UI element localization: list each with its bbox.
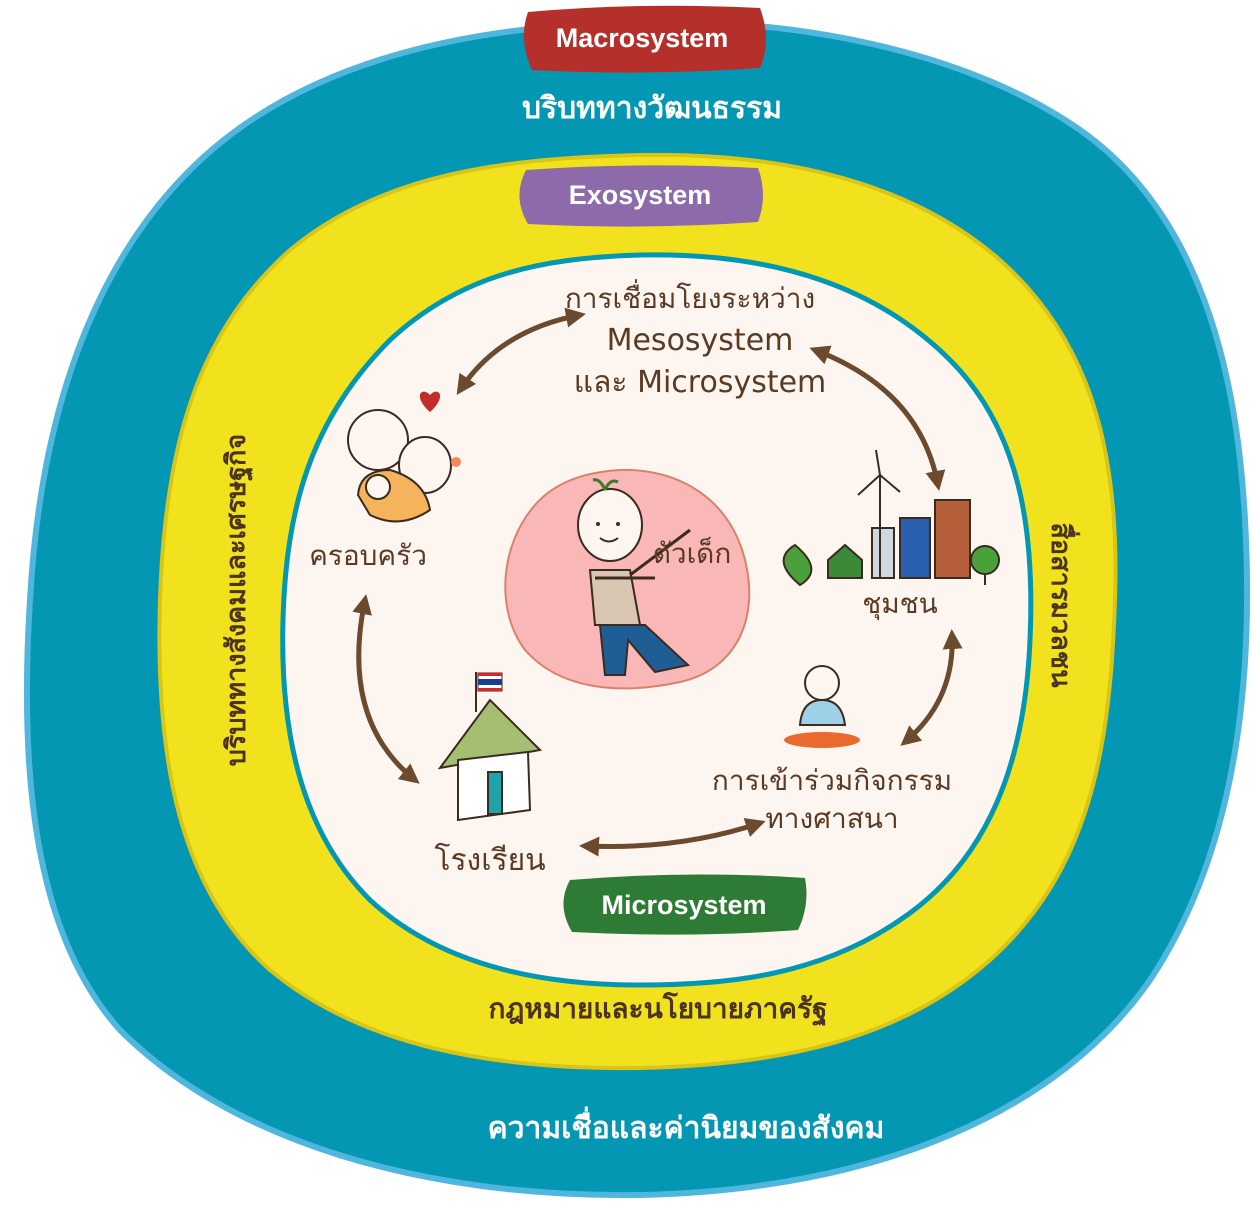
meso-line1: การเชื่อมโยงระหว่าง bbox=[565, 279, 815, 315]
arrow-meso-community bbox=[809, 345, 946, 491]
exo-bottom-text: กฎหมายและนโยบายภาครัฐ bbox=[489, 991, 828, 1027]
macrosystem-tag: Macrosystem bbox=[556, 23, 729, 53]
exo-left-text: บริบททางสังคมและเศรษฐกิจ bbox=[221, 434, 254, 766]
child-label: ตัวเด็ก bbox=[653, 536, 732, 570]
meso-line2: Mesosystem bbox=[607, 323, 794, 358]
exo-right-text: สื่อสารมวลชน bbox=[1045, 522, 1081, 688]
microsystem-tag-shape bbox=[563, 874, 807, 935]
family-label: ครอบครัว bbox=[309, 539, 427, 572]
exosystem-tag: Exosystem bbox=[569, 180, 712, 210]
arrow-community-religion bbox=[900, 629, 963, 746]
meso-line3: และ Microsystem bbox=[574, 365, 827, 400]
community-illustration bbox=[782, 449, 1000, 587]
school-label: โรงเรียน bbox=[434, 842, 545, 878]
arrow-family-meso bbox=[456, 307, 586, 395]
religion-label-line1: การเข้าร่วมกิจกรรม bbox=[712, 764, 952, 797]
arrow-school-family bbox=[352, 594, 420, 784]
arrow-religion-school bbox=[579, 817, 766, 857]
child-illustration bbox=[577, 478, 691, 676]
religion-label-line2: ทางศาสนา bbox=[765, 802, 898, 835]
exosystem-tag-shape bbox=[519, 165, 763, 227]
macro-top-text: บริบททางวัฒนธรรม bbox=[522, 91, 782, 126]
macrosystem-tag-shape bbox=[523, 5, 766, 73]
community-label: ชุมชน bbox=[862, 587, 938, 621]
religion-illustration bbox=[784, 665, 860, 748]
family-illustration bbox=[347, 391, 461, 523]
macro-bottom-text: ความเชื่อและค่านิยมของสังคม bbox=[488, 1106, 885, 1146]
microsystem-tag: Microsystem bbox=[601, 890, 766, 920]
school-illustration bbox=[437, 672, 543, 822]
